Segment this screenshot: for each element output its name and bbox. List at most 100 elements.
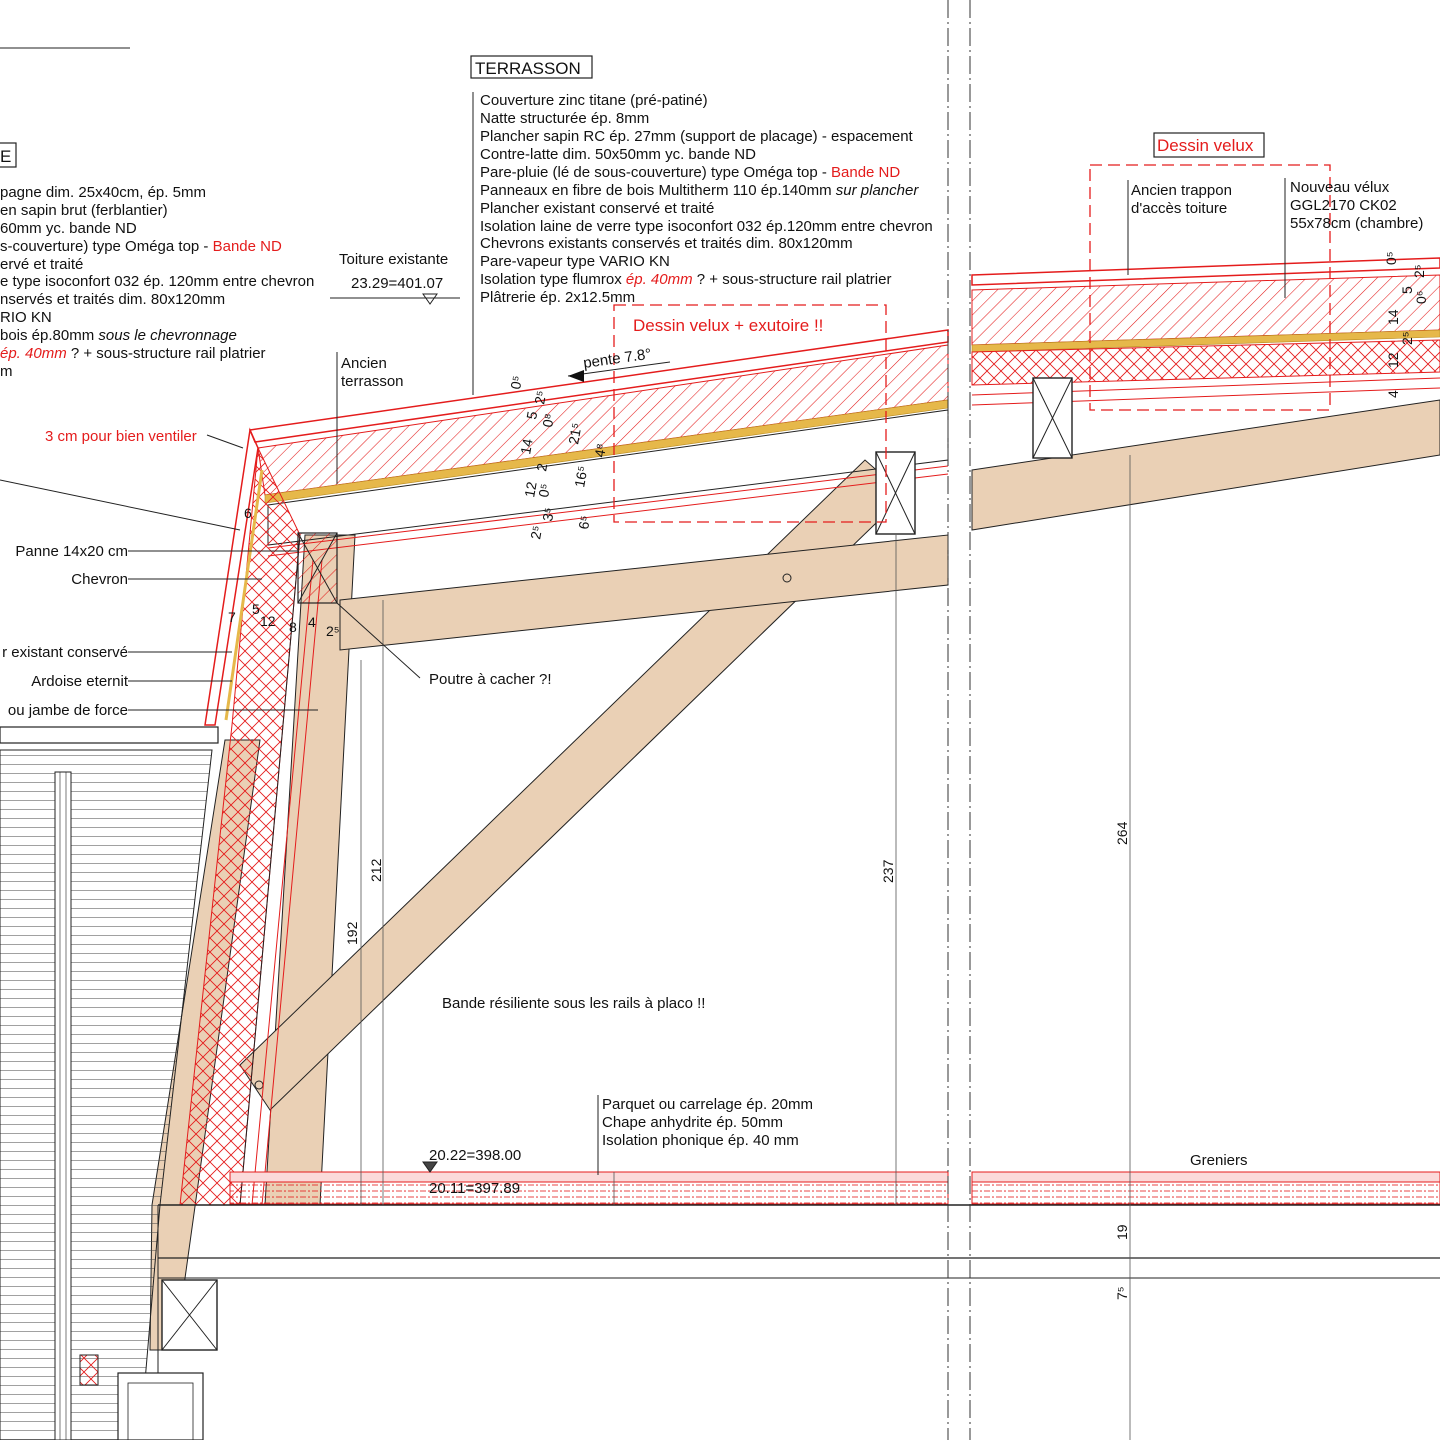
terrasson-layer-12: Plâtrerie ép. 2x12.5mm [480,289,635,306]
dim-7: 7 [228,609,236,625]
tdim-215: 21⁵ [565,422,584,446]
toiture-level: 23.29=401.07 [351,275,443,292]
vdim-2: 2⁵ [1399,331,1415,345]
left-note-2: en sapin brut (ferblantier) [0,202,168,219]
terrasson-layer-7: Plancher existant conservé et traité [480,200,714,217]
nouveau-velux-2: GGL2170 CK02 [1290,197,1397,214]
dim-12: 12 [260,613,276,629]
left-note-5: ervé et traité [0,256,83,273]
left-callouts: Panne 14x20 cm Chevron r existant conser… [2,543,129,719]
velux-box-label: Dessin velux [1157,136,1254,155]
terrasson-layer-4: Contre-latte dim. 50x50mm yc. bande ND [480,146,756,163]
pente-arrow [567,361,671,377]
tdim-08: 0⁸ [539,412,557,428]
tdim-48: 4⁸ [591,442,609,458]
tdim-5: 5 [523,410,540,421]
ancien-terrasson-1: Ancien [341,355,387,372]
tdim-05: 0⁵ [507,374,525,390]
callout-jambe: ou jambe de force [8,702,128,719]
dim-19: 19 [1114,1224,1130,1240]
vdim-4: 4 [1385,390,1401,398]
terrasson-layer-1: Couverture zinc titane (pré-patiné) [480,92,708,109]
terrasson-layer-9: Chevrons existants conservés et traités … [480,235,853,252]
callout-chevron: Chevron [71,571,128,588]
vdim-5: 5 [1399,286,1415,294]
left-notes: pagne dim. 25x40cm, ép. 5mm en sapin bru… [0,184,314,380]
vdim-25: 2⁵ [1411,264,1427,278]
posts [161,377,1073,1351]
toiture-label: Toiture existante [339,251,448,268]
terrasson-box [470,55,593,79]
bande-resiliente-note: Bande résiliente sous les rails à placo … [442,995,705,1012]
left-note-4: s-couverture) type Oméga top - Bande ND [0,238,282,255]
left-box [0,142,17,168]
left-note-3: 60mm yc. bande ND [0,220,137,237]
velux-dashed-areas [613,164,1331,523]
callout-panne: Panne 14x20 cm [15,543,128,560]
left-note-9: bois ép.80mm sous le chevronnage [0,327,237,344]
left-facade [0,726,219,1440]
tdim-25b: 2⁵ [527,524,545,540]
tdim-05b: 0⁵ [535,482,553,498]
tdim-14: 14 [517,437,535,455]
left-box-label: E [0,147,11,166]
terrasson-layer-11: Isolation type flumrox ép. 40mm ? + sous… [480,271,891,288]
pente-label: pente 7.8° [582,346,652,372]
nouveau-velux-1: Nouveau vélux [1290,179,1390,196]
roof-layers [248,257,1440,557]
dim-6: 6 [244,505,252,521]
floor-layer-3: Isolation phonique ép. 40 mm [602,1132,799,1149]
floor-layer-1: Parquet ou carrelage ép. 20mm [602,1096,813,1113]
velux-dims: 0⁵ 2⁵ 5 0⁶ 14 2⁵ 12 4 [1383,251,1429,398]
terrasson-layer-2: Natte structurée ép. 8mm [480,110,649,127]
terrasson-dims: 0⁵ 2⁵ 5 0⁸ 14 21⁵ 4⁸ 2 16⁵ 12 0⁵ 3⁵ 6⁵ 2… [507,374,609,540]
ancien-trappon-1: Ancien trappon [1131,182,1232,199]
dim-75: 7⁵ [1114,1286,1130,1300]
dim-264: 264 [1114,821,1130,845]
tdim-35: 3⁵ [539,506,557,522]
callout-existant: r existant conservé [2,644,128,661]
tdim-65: 6⁵ [575,514,593,530]
dim-192: 192 [344,921,360,945]
leader-lines [0,47,1286,1175]
level-bottom: 20.11=397.89 [429,1180,520,1197]
terrasson-layers: Couverture zinc titane (pré-patiné) Natt… [480,92,933,306]
nouveau-velux-3: 55x78cm (chambre) [1290,215,1423,232]
velux-box [1153,132,1265,158]
velux-exutoire-note: Dessin velux + exutoire !! [633,316,823,335]
dim-25: 2⁵ [326,623,340,639]
dim-8: 8 [289,619,297,635]
left-note-8: RIO KN [0,309,52,326]
greniers-label: Greniers [1190,1152,1248,1169]
vdim-06: 0⁶ [1413,290,1429,304]
poutre-note: Poutre à cacher ?! [429,671,552,688]
wood-structure [149,399,1440,1351]
tdim-12: 12 [521,480,539,498]
terrasson-title: TERRASSON [475,59,581,78]
ventiler-note: 3 cm pour bien ventiler [45,428,197,445]
pente-arrowhead [568,370,584,382]
vdim-12: 12 [1385,352,1401,368]
dim-237: 237 [880,859,896,883]
ancien-trappon-2: d'accès toiture [1131,200,1227,217]
callout-ardoise: Ardoise eternit [31,673,129,690]
dimension-lines [360,455,1131,1440]
vdim-14: 14 [1385,309,1401,325]
terrasson-layer-3: Plancher sapin RC ép. 27mm (support de p… [480,128,914,145]
left-note-7: nservés et traités dim. 80x120mm [0,291,225,308]
floor-level-marker [422,1161,438,1173]
level-top: 20.22=398.00 [429,1147,521,1164]
steep-wall-layers [179,427,338,1206]
dim-4: 4 [308,614,316,630]
dim-212: 212 [368,858,384,882]
terrasson-layer-6: Panneaux en fibre de bois Multitherm 110… [480,182,919,199]
floor-section [157,1171,1440,1440]
left-note-1: pagne dim. 25x40cm, ép. 5mm [0,184,206,201]
left-note-10: ép. 40mm ? + sous-structure rail platrie… [0,345,266,362]
terrasson-layer-5: Pare-pluie (lé de sous-couverture) type … [480,164,900,181]
tdim-25: 2⁵ [531,389,549,405]
terrasson-layer-10: Pare-vapeur type VARIO KN [480,253,670,270]
terrasson-layer-8: Isolation laine de verre type isoconfort… [480,218,933,235]
floor-layer-2: Chape anhydrite ép. 50mm [602,1114,783,1131]
